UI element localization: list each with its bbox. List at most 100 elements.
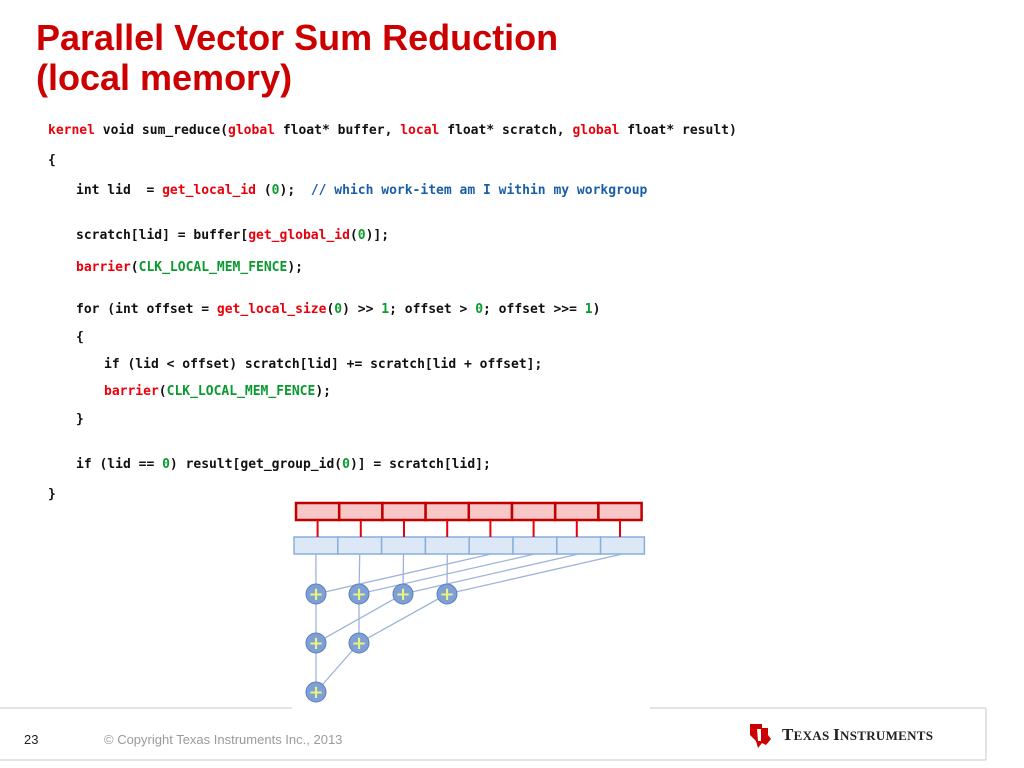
code-token: )];: [365, 228, 390, 243]
code-token: 1: [381, 302, 390, 317]
code-line-12: }: [48, 486, 56, 504]
code-token: )] = scratch[lid];: [349, 457, 491, 472]
code-token: 0: [162, 457, 170, 472]
code-line-10: }: [76, 411, 84, 429]
code-token: int lid =: [76, 183, 163, 198]
code-line-3: int lid = get_local_id (0); // which wor…: [76, 182, 647, 200]
adder-node: [348, 632, 370, 654]
local-scratch-buffer: [293, 536, 646, 555]
adder-node: [436, 583, 458, 605]
global-buffer-cell: [510, 501, 557, 522]
code-token: 0: [357, 228, 366, 243]
code-token: kernel: [48, 123, 95, 138]
code-token: );: [279, 183, 311, 198]
global-buffer-cell: [294, 501, 341, 522]
code-token: ): [592, 302, 601, 317]
ti-logo: TEXAS INSTRUMENTS: [746, 721, 933, 749]
plus-symbol: +: [351, 584, 366, 605]
code-line-7: {: [76, 329, 84, 347]
code-token: }: [76, 412, 84, 427]
code-token: scratch[lid] = buffer[: [76, 228, 249, 243]
adder-node: [392, 583, 414, 605]
code-token: (: [158, 384, 167, 399]
code-token: float* buffer,: [275, 123, 401, 138]
global-buffer-cell: [553, 501, 600, 522]
global-buffer-cell: [597, 501, 643, 522]
adder-node: [305, 681, 327, 703]
adder-node: [305, 583, 327, 605]
adder-node: [305, 632, 327, 654]
local-buffer-cell: [512, 536, 558, 555]
plus-symbol: +: [351, 633, 366, 654]
global-buffer: [294, 501, 643, 522]
plus-symbol: +: [395, 584, 410, 605]
code-token: (: [130, 260, 139, 275]
title-line-1: Parallel Vector Sum Reduction: [36, 17, 559, 58]
code-token: CLK_LOCAL_MEM_FENCE: [138, 260, 288, 275]
plus-symbol: +: [439, 584, 454, 605]
code-token: if (lid < offset) scratch[lid] += scratc…: [104, 357, 543, 372]
code-token: }: [48, 487, 56, 502]
code-token: 0: [334, 302, 343, 317]
code-token: {: [76, 330, 84, 345]
plus-symbol: +: [308, 633, 323, 654]
local-buffer-cell: [468, 536, 514, 555]
code-token: local: [400, 123, 440, 138]
code-comment: // which work-item am I within my workgr…: [310, 183, 648, 198]
code-token: ) >>: [342, 302, 382, 317]
code-token: get_local_size: [216, 302, 327, 317]
reduction-link: [446, 553, 623, 595]
code-line-11: if (lid == 0) result[get_group_id(0)] = …: [76, 456, 491, 474]
page-number: 23: [24, 732, 39, 747]
code-token: 0: [475, 302, 484, 317]
code-line-6: for (int offset = get_local_size(0) >> 1…: [76, 301, 600, 319]
adder-nodes: + + + + + + +: [305, 583, 458, 703]
code-line-5: barrier(CLK_LOCAL_MEM_FENCE);: [76, 259, 303, 277]
code-token: (: [349, 228, 358, 243]
reduction-link: [315, 642, 360, 693]
reduction-link: [358, 593, 448, 644]
global-buffer-cell: [337, 501, 384, 522]
local-buffer-cell: [556, 536, 602, 555]
code-token: 0: [271, 183, 280, 198]
plus-symbol: +: [308, 584, 323, 605]
code-token: (: [256, 183, 272, 198]
code-token: void sum_reduce(: [94, 123, 229, 138]
code-token: for (int offset =: [76, 302, 217, 317]
ti-logo-text: TEXAS INSTRUMENTS: [782, 725, 934, 744]
code-line-9: barrier(CLK_LOCAL_MEM_FENCE);: [104, 383, 331, 401]
code-token: if (lid ==: [76, 457, 163, 472]
copyright-text: © Copyright Texas Instruments Inc., 2013: [104, 732, 343, 747]
local-buffer-cell: [337, 536, 383, 555]
code-token: 0: [342, 457, 350, 472]
code-token: ; offset >>=: [483, 302, 585, 317]
code-line-4: scratch[lid] = buffer[get_global_id(0)];: [76, 227, 389, 245]
code-token: barrier: [104, 384, 159, 399]
code-token: ) result[get_group_id(: [169, 457, 343, 472]
code-token: );: [315, 384, 331, 399]
code-token: CLK_LOCAL_MEM_FENCE: [166, 384, 316, 399]
title-line-2: (local memory): [36, 57, 293, 98]
local-buffer-cell: [599, 536, 646, 555]
code-token: );: [287, 260, 303, 275]
code-token: {: [48, 153, 56, 168]
code-token: global: [572, 123, 620, 138]
reduction-link: [402, 553, 579, 595]
local-buffer-cell: [293, 536, 339, 555]
ti-logo-icon: [750, 724, 771, 748]
reduction-links: [315, 520, 623, 693]
code-line-2: {: [48, 152, 56, 170]
code-token: (: [326, 302, 335, 317]
code-token: global: [228, 123, 275, 138]
code-token: ; offset >: [389, 302, 476, 317]
plus-symbol: +: [308, 682, 323, 703]
code-token: get_local_id: [162, 183, 257, 198]
local-buffer-cell: [424, 536, 470, 555]
code-token: float* result): [619, 123, 737, 138]
global-buffer-cell: [424, 501, 471, 522]
code-token: barrier: [76, 260, 131, 275]
code-token: 1: [584, 302, 593, 317]
code-line-1: kernel void sum_reduce(global float* buf…: [48, 122, 737, 140]
adder-node: [348, 583, 370, 605]
